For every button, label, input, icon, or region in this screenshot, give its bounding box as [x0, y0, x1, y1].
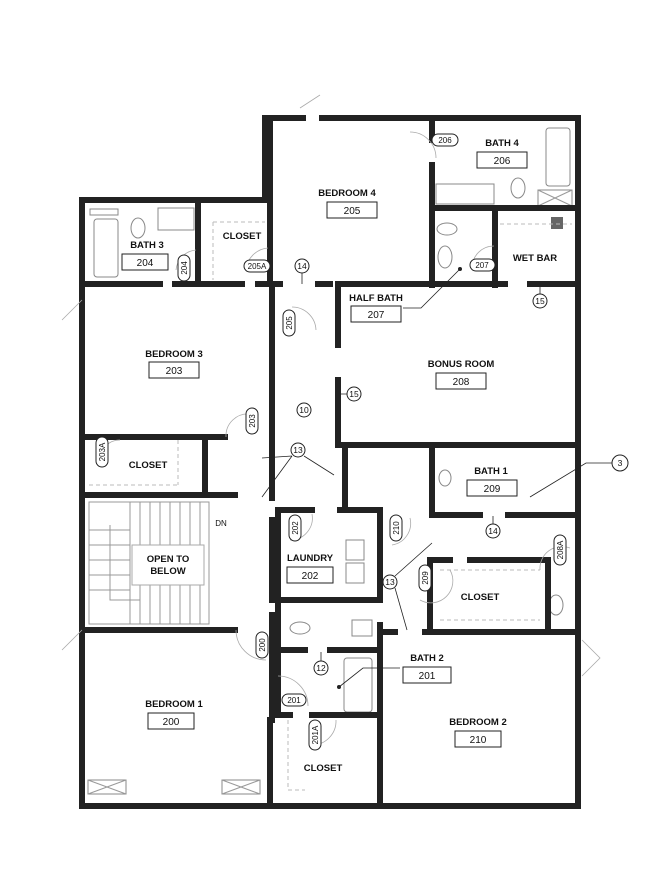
- room-name: LAUNDRY: [287, 553, 334, 564]
- open-to-below-line1: OPEN TO: [147, 554, 190, 565]
- door-tag-207: 207: [469, 258, 496, 272]
- keynote-text: 13: [385, 577, 395, 587]
- door-tag-208a: 208A: [553, 534, 567, 566]
- room-number: 209: [484, 484, 501, 495]
- room-name: BATH 1: [474, 466, 508, 477]
- room-number: 201: [419, 671, 436, 682]
- keynote-12: 12: [313, 660, 329, 676]
- door-tag-205: 205: [282, 309, 296, 337]
- keynote-text: 14: [297, 261, 307, 271]
- keynote-text: 14: [488, 526, 498, 536]
- door-tag-203a: 203A: [95, 436, 109, 468]
- keynote-10: 10: [296, 402, 312, 418]
- door-tag-text: 206: [438, 136, 452, 145]
- door-tag-text: 208A: [556, 540, 565, 559]
- open-to-below-line2: BELOW: [150, 566, 185, 577]
- door-tag-text: 201A: [311, 725, 320, 744]
- door-tag-text: 201: [287, 696, 301, 705]
- keynote-15: 15: [532, 293, 548, 309]
- walls: [79, 115, 581, 809]
- room-name: BATH 4: [485, 138, 519, 149]
- open-to-below: OPEN TO BELOW: [147, 554, 190, 577]
- room-name: BEDROOM 1: [145, 699, 203, 710]
- room-closet-201a: CLOSET: [304, 763, 343, 774]
- room-bedroom-4: BEDROOM 4 205: [318, 188, 378, 219]
- keynote-text: 15: [535, 296, 545, 306]
- door-tag-text: 207: [475, 261, 489, 270]
- room-name: BEDROOM 3: [145, 349, 203, 360]
- room-closet-209: CLOSET: [461, 592, 500, 603]
- room-number: 205: [344, 206, 361, 217]
- door-tag-text: 205A: [248, 262, 267, 271]
- door-tag-203: 203: [245, 407, 259, 435]
- keynote-15: 15: [346, 386, 362, 402]
- door-tag-201a: 201A: [308, 719, 322, 751]
- room-closet-203a: CLOSET: [129, 460, 168, 471]
- keynote-text: 13: [293, 445, 303, 455]
- door-tag-202: 202: [288, 514, 302, 542]
- keynote-text: 12: [316, 663, 326, 673]
- fixtures: [87, 127, 573, 795]
- room-wet-bar: WET BAR: [513, 253, 557, 264]
- room-number: 202: [302, 571, 319, 582]
- room-number: 206: [494, 156, 511, 167]
- keynote-14: 14: [294, 258, 310, 274]
- room-bath-3: BATH 3 204: [121, 240, 169, 271]
- room-name: BEDROOM 4: [318, 188, 376, 199]
- keynote-13: 13: [290, 442, 306, 458]
- room-bath-1: BATH 1 209: [466, 466, 518, 497]
- door-tag-text: 209: [421, 571, 430, 585]
- room-closet-205a: CLOSET: [223, 231, 262, 242]
- room-laundry: LAUNDRY 202: [286, 553, 334, 584]
- keynote-text: 10: [299, 405, 309, 415]
- room-name: BATH 2: [410, 653, 444, 664]
- door-tag-200: 200: [255, 631, 269, 659]
- room-number: 200: [163, 717, 180, 728]
- room-number: 207: [368, 310, 385, 321]
- keynote-3: 3: [611, 454, 629, 472]
- keynote-text: 3: [618, 458, 623, 468]
- room-bedroom-1: BEDROOM 1 200: [145, 699, 203, 730]
- room-number: 203: [166, 366, 183, 377]
- door-tag-201: 201: [281, 693, 307, 707]
- door-tag-text: 204: [180, 261, 189, 275]
- door-tag-205a: 205A: [243, 259, 271, 273]
- door-tag-209: 209: [418, 564, 432, 592]
- stair-direction: DN: [215, 519, 227, 528]
- stair: [88, 501, 210, 625]
- door-tag-210: 210: [389, 514, 403, 542]
- room-number: 204: [137, 258, 154, 269]
- door-tag-text: 200: [258, 638, 267, 652]
- room-name: BEDROOM 2: [449, 717, 507, 728]
- room-bonus-room: BONUS ROOM 208: [428, 359, 495, 390]
- room-bedroom-3: BEDROOM 3 203: [145, 349, 203, 379]
- room-name: HALF BATH: [349, 293, 403, 304]
- door-tag-text: 202: [291, 521, 300, 535]
- room-name: BATH 3: [130, 240, 164, 251]
- room-bath-4: BATH 4 206: [476, 138, 528, 169]
- keynote-text: 15: [349, 389, 359, 399]
- room-bath-2: BATH 2 201: [402, 653, 452, 684]
- keynote-13: 13: [382, 574, 398, 590]
- door-tag-206: 206: [431, 133, 459, 147]
- door-tag-text: 205: [285, 316, 294, 330]
- door-tag-text: 203A: [98, 442, 107, 461]
- door-tag-text: 210: [392, 521, 401, 535]
- keynote-14: 14: [485, 523, 501, 539]
- room-number: 210: [470, 735, 487, 746]
- room-bedroom-2: BEDROOM 2 210: [449, 717, 507, 748]
- door-tag-204: 204: [177, 254, 191, 282]
- room-name: BONUS ROOM: [428, 359, 495, 370]
- room-half-bath: HALF BATH 207: [349, 293, 403, 323]
- door-tag-text: 203: [248, 414, 257, 428]
- room-number: 208: [453, 377, 470, 388]
- leader-lines: [261, 267, 612, 689]
